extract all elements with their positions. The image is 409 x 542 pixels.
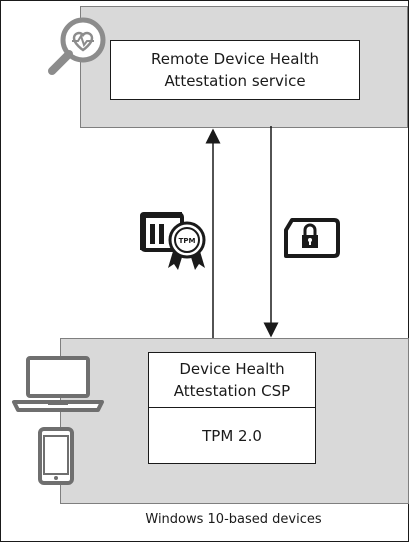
lock-icon <box>284 218 340 258</box>
phone-icon <box>38 427 74 485</box>
remote-device-health-attestation-service-box: Remote Device Health Attestation service <box>110 40 360 100</box>
devices-caption: Windows 10-based devices <box>145 512 322 527</box>
tpm-certificate-icon: TPM <box>140 212 206 270</box>
remote-service-line-2: Attestation service <box>164 72 306 90</box>
device-health-attestation-csp-box: Device Health Attestation CSP <box>148 352 316 408</box>
remote-service-line-1: Remote Device Health <box>151 50 319 68</box>
csp-line-2: Attestation CSP <box>173 382 291 400</box>
tpm-label: TPM 2.0 <box>202 426 262 445</box>
laptop-icon <box>12 356 104 412</box>
csp-line-1: Device Health <box>179 360 285 378</box>
tpm-box: TPM 2.0 <box>148 408 316 464</box>
tpm-badge-text: TPM <box>179 237 196 245</box>
magnifier-heartbeat-icon <box>48 17 106 75</box>
